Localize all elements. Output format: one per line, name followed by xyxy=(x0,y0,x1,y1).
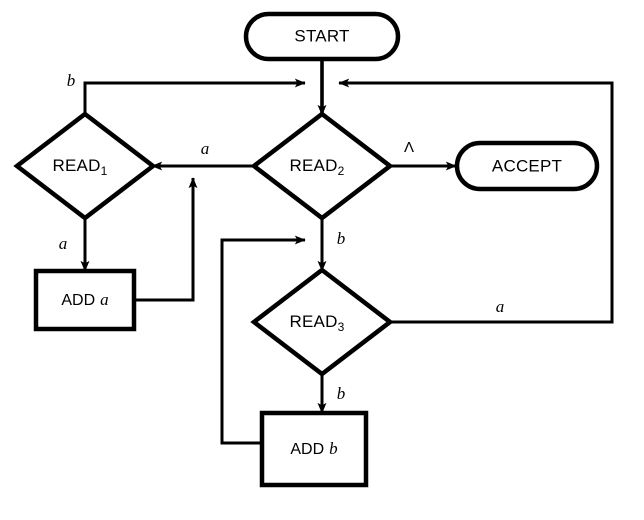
node-read2[interactable]: READ2 xyxy=(250,111,394,221)
edge-label-lambda-accept: Λ xyxy=(404,139,414,156)
node-read1[interactable]: READ1 xyxy=(13,111,157,221)
edge-read2-to-read1: a xyxy=(151,139,256,171)
edge-read3-to-read2: a xyxy=(338,78,614,324)
node-read2-label: READ2 xyxy=(290,156,345,178)
node-accept[interactable]: ACCEPT xyxy=(454,140,600,192)
edge-label-b-read2-read3: b xyxy=(337,229,346,248)
node-start-label: START xyxy=(294,26,349,45)
edge-read1-to-adda: a xyxy=(59,217,90,272)
edge-addb-to-read3 xyxy=(220,235,306,445)
edge-adda-to-read1 xyxy=(134,177,198,302)
edge-label-b-read3-addb: b xyxy=(337,384,346,403)
node-read3-label: READ3 xyxy=(290,312,345,334)
edge-read1-to-read2: b xyxy=(67,71,306,115)
node-read1-label: READ1 xyxy=(53,156,108,178)
edge-read3-to-addb: b xyxy=(317,373,346,414)
edge-label-a-read2-read1: a xyxy=(201,139,210,158)
edge-label-b-top-left: b xyxy=(67,71,76,90)
node-read3[interactable]: READ3 xyxy=(250,267,394,377)
edge-label-a-read1-adda: a xyxy=(59,234,68,253)
edge-read2-to-accept: Λ xyxy=(388,139,457,171)
edge-label-a-read3-right: a xyxy=(496,297,505,316)
node-start[interactable]: START xyxy=(243,11,401,62)
node-accept-label: ACCEPT xyxy=(492,156,562,175)
edge-read2-to-read3: b xyxy=(317,217,346,272)
